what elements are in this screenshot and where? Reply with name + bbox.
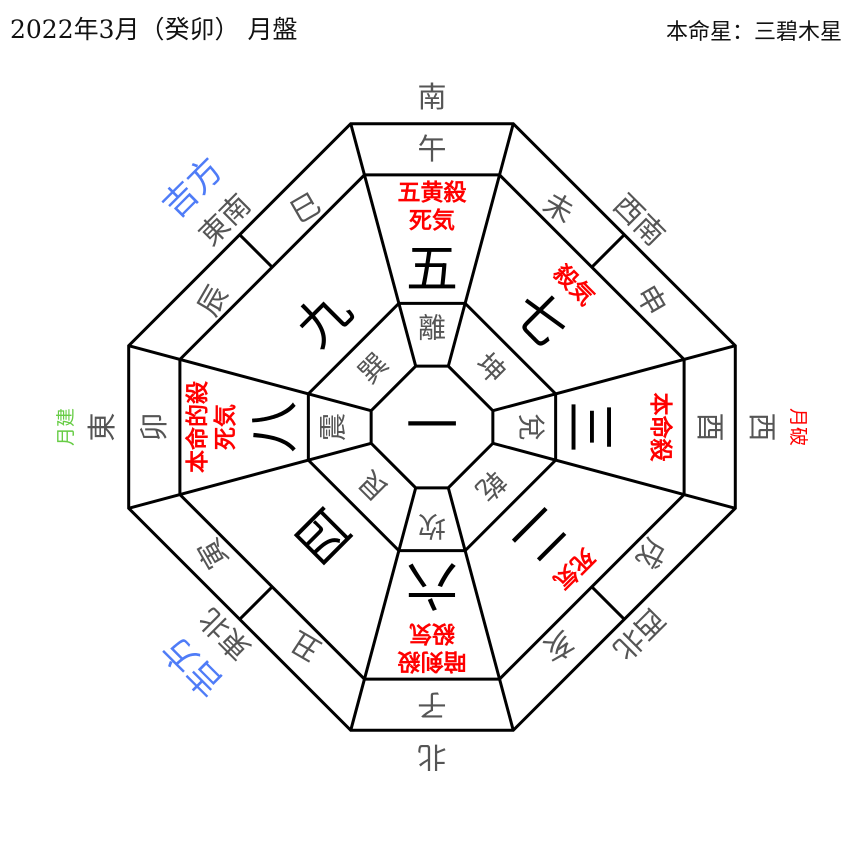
month-side-label: 月破 [787,408,809,446]
center-star-number: 一 [406,397,458,457]
sector-divider [492,344,736,413]
branch-divider [238,233,274,269]
branch-label: 巳 [284,186,326,230]
board-texts: 南午五離五黄殺死気西南未申七坤殺気西酉三兌本命殺月破西北戌亥二乾死気北子六坎暗剣… [55,80,809,774]
sha-annotation: 暗剣殺 [397,648,467,675]
branch-label: 申 [629,279,673,321]
sector-divider [349,123,418,367]
branch-divider [590,233,626,269]
branch-divider [590,585,626,621]
branch-label: 子 [417,688,446,722]
sha-annotation: 本命殺 [647,393,674,463]
sector-divider [349,487,418,731]
honmei-star-label: 本命星：三碧木星 [665,20,842,45]
sector-divider [446,487,515,731]
branch-label: 寅 [191,532,235,574]
trigram-label: 艮 [352,464,395,507]
branch-label: 未 [537,186,579,230]
sha-annotation: 殺気 [409,620,455,647]
branch-label: 亥 [537,624,579,668]
sector-divider [446,123,515,367]
branch-label: 卯 [137,412,171,441]
star-number: 八 [245,401,305,453]
trigram-label: 巽 [352,347,395,390]
branch-label: 丑 [284,624,326,668]
sha-annotation: 死気 [409,207,455,234]
chart-title: 2022年3月（癸卯） 月盤 [10,15,298,44]
branch-divider [238,585,274,621]
month-side-label: 月建 [55,408,77,446]
direction-label: 東 [85,412,119,441]
trigram-label: 震 [317,413,350,441]
direction-label: 南 [417,80,446,114]
star-number: 六 [406,554,458,614]
branch-label: 戌 [629,532,673,574]
branch-label: 酉 [693,412,727,441]
sector-divider [492,441,736,510]
direction-label: 西 [745,412,779,441]
trigram-label: 坤 [469,347,512,390]
star-number: 五 [406,240,458,300]
star-number: 九 [285,280,364,359]
sector-divider [128,344,372,413]
direction-label: 北 [417,740,446,774]
star-number: 三 [559,401,619,453]
star-number: 四 [285,495,364,574]
trigram-label: 兌 [515,413,548,441]
sector-divider [128,441,372,510]
sha-annotation: 本命的殺 [184,380,211,473]
branch-label: 辰 [191,279,235,321]
trigram-label: 離 [418,312,446,345]
sha-annotation: 五黄殺 [398,179,468,206]
board-lines [127,122,737,732]
branch-label: 午 [417,132,446,166]
trigram-label: 乾 [469,464,512,507]
trigram-label: 坎 [418,510,446,543]
sha-annotation: 死気 [212,404,239,450]
